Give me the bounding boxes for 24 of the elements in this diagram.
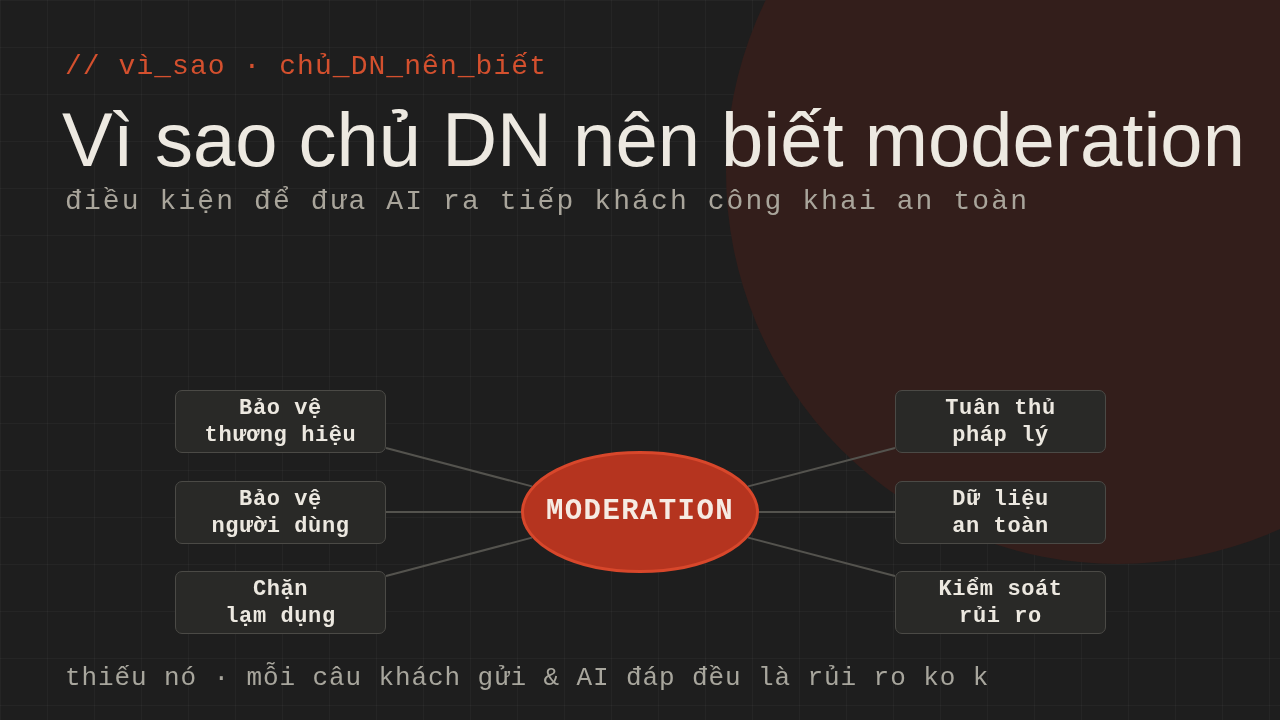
connector-line <box>747 447 896 488</box>
topic-box <box>895 571 1106 634</box>
topic-box <box>175 390 386 453</box>
connector-line <box>758 511 896 513</box>
box-label: Chặn lạm dụng <box>225 575 336 630</box>
connector-line <box>385 447 533 488</box>
kicker-text: // vì_sao · chủ_DN_nên_biết <box>65 50 548 84</box>
box-label: Kiểm soát rủi ro <box>938 575 1063 630</box>
topic-box <box>895 481 1106 544</box>
box-label: Bảo vệ người dùng <box>211 485 350 540</box>
title: Vì sao chủ DN nên biết moderation <box>62 96 1245 184</box>
hub-ellipse <box>521 451 759 573</box>
topic-box <box>895 390 1106 453</box>
box-label: Dữ liệu an toàn <box>952 485 1049 540</box>
hub-label: MODERATION <box>546 494 734 530</box>
subtitle: điều kiện để đưa AI ra tiếp khách công khai an toàn <box>65 185 1030 219</box>
box-label: Bảo vệ thương hiệu <box>204 394 357 449</box>
connector-line <box>747 536 896 577</box>
footer-text: thiếu nó · mỗi câu khách gửi & AI đáp đều là rủi ro ko k <box>65 662 990 695</box>
topic-box <box>175 571 386 634</box>
box-label: Tuân thủ pháp lý <box>945 394 1056 449</box>
connector-line <box>385 536 533 577</box>
connector-line <box>385 511 522 513</box>
topic-box <box>175 481 386 544</box>
